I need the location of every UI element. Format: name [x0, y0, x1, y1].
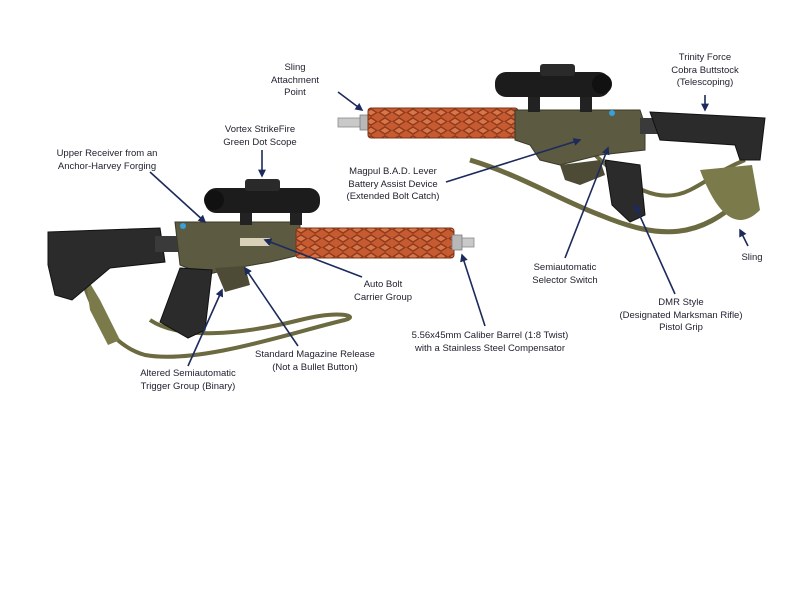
- label-line: Altered Semiautomatic: [140, 368, 236, 379]
- scope-right: [495, 64, 612, 112]
- label-line: 5.56x45mm Caliber Barrel (1:8 Twist): [411, 330, 569, 341]
- label-line: Point: [284, 87, 306, 98]
- arrow-mag: [244, 266, 299, 347]
- handguard-left: [295, 227, 455, 259]
- label-magpul-bad-lever: Magpul B.A.D. Lever Battery Assist Devic…: [333, 166, 453, 204]
- arrow-trigger: [187, 288, 224, 367]
- label-dmr-pistol-grip: DMR Style (Designated Marksman Rifle) Pi…: [606, 297, 756, 335]
- label-line: (Designated Marksman Rifle): [619, 309, 743, 321]
- label-line: (Telescoping): [676, 77, 734, 88]
- label-barrel: 5.56x45mm Caliber Barrel (1:8 Twist) wit…: [405, 330, 575, 355]
- handguard-right: [367, 107, 519, 139]
- arrow-barrel: [460, 253, 486, 327]
- buttstock-left: [47, 227, 166, 301]
- label-vortex-scope: Vortex StrikeFire Green Dot Scope: [205, 124, 315, 149]
- label-line: Standard Magazine Release: [255, 349, 375, 360]
- label-line: Attachment: [270, 74, 320, 86]
- scope-left: [204, 179, 320, 225]
- arrow-semi: [564, 146, 610, 259]
- label-sling-attachment-point: Sling Attachment Point: [255, 62, 335, 100]
- label-line: Sling: [284, 62, 306, 73]
- leader-lines: [149, 91, 749, 367]
- label-line: Pistol Grip: [659, 322, 703, 333]
- label-line: Battery Assist Device: [348, 178, 438, 190]
- label-selector-switch: Semiautomatic Selector Switch: [515, 262, 615, 287]
- label-bolt-carrier-group: Auto Bolt Carrier Group: [338, 279, 428, 304]
- sling-right: [469, 157, 747, 235]
- label-line: Upper Receiver from an: [56, 148, 158, 159]
- label-sling: Sling: [727, 252, 777, 265]
- label-line: Cobra Buttstock: [671, 64, 739, 76]
- label-line: Carrier Group: [353, 291, 413, 303]
- label-line: Trigger Group (Binary): [140, 380, 236, 392]
- arrow-sling-point: [337, 91, 364, 111]
- label-line: (Extended Bolt Catch): [346, 191, 440, 202]
- label-line: DMR Style: [658, 297, 704, 308]
- label-line: Anchor-Harvey Forging: [57, 160, 157, 172]
- upper-receiver-right: [514, 109, 646, 166]
- label-line: Vortex StrikeFire: [224, 124, 296, 135]
- label-line: Semiautomatic: [533, 262, 597, 273]
- arrow-dmr: [633, 203, 676, 295]
- label-line: Sling: [741, 252, 763, 263]
- label-upper-receiver: Upper Receiver from an Anchor-Harvey For…: [32, 148, 182, 173]
- label-line: (Not a Bullet Button): [272, 361, 358, 373]
- arrow-magpul: [445, 138, 582, 183]
- label-line: Auto Bolt: [363, 279, 403, 290]
- buttstock-right: [649, 111, 766, 161]
- rifle-right: [337, 64, 766, 235]
- label-line: Selector Switch: [532, 274, 598, 286]
- arrow-sling: [739, 228, 749, 247]
- label-trinity-buttstock: Trinity Force Cobra Buttstock (Telescopi…: [655, 52, 755, 90]
- label-line: with a Stainless Steel Compensator: [415, 342, 565, 354]
- label-line: Magpul B.A.D. Lever: [349, 166, 437, 177]
- label-trigger-group: Altered Semiautomatic Trigger Group (Bin…: [118, 368, 258, 393]
- label-line: Trinity Force: [678, 52, 732, 63]
- arrow-upper: [149, 171, 207, 224]
- pistol-grip-left: [159, 267, 213, 339]
- label-line: Green Dot Scope: [223, 136, 297, 148]
- arrow-bcg: [263, 238, 363, 278]
- label-magazine-release: Standard Magazine Release (Not a Bullet …: [240, 349, 390, 374]
- sling-left: [78, 269, 352, 359]
- rifle-left: [47, 179, 475, 359]
